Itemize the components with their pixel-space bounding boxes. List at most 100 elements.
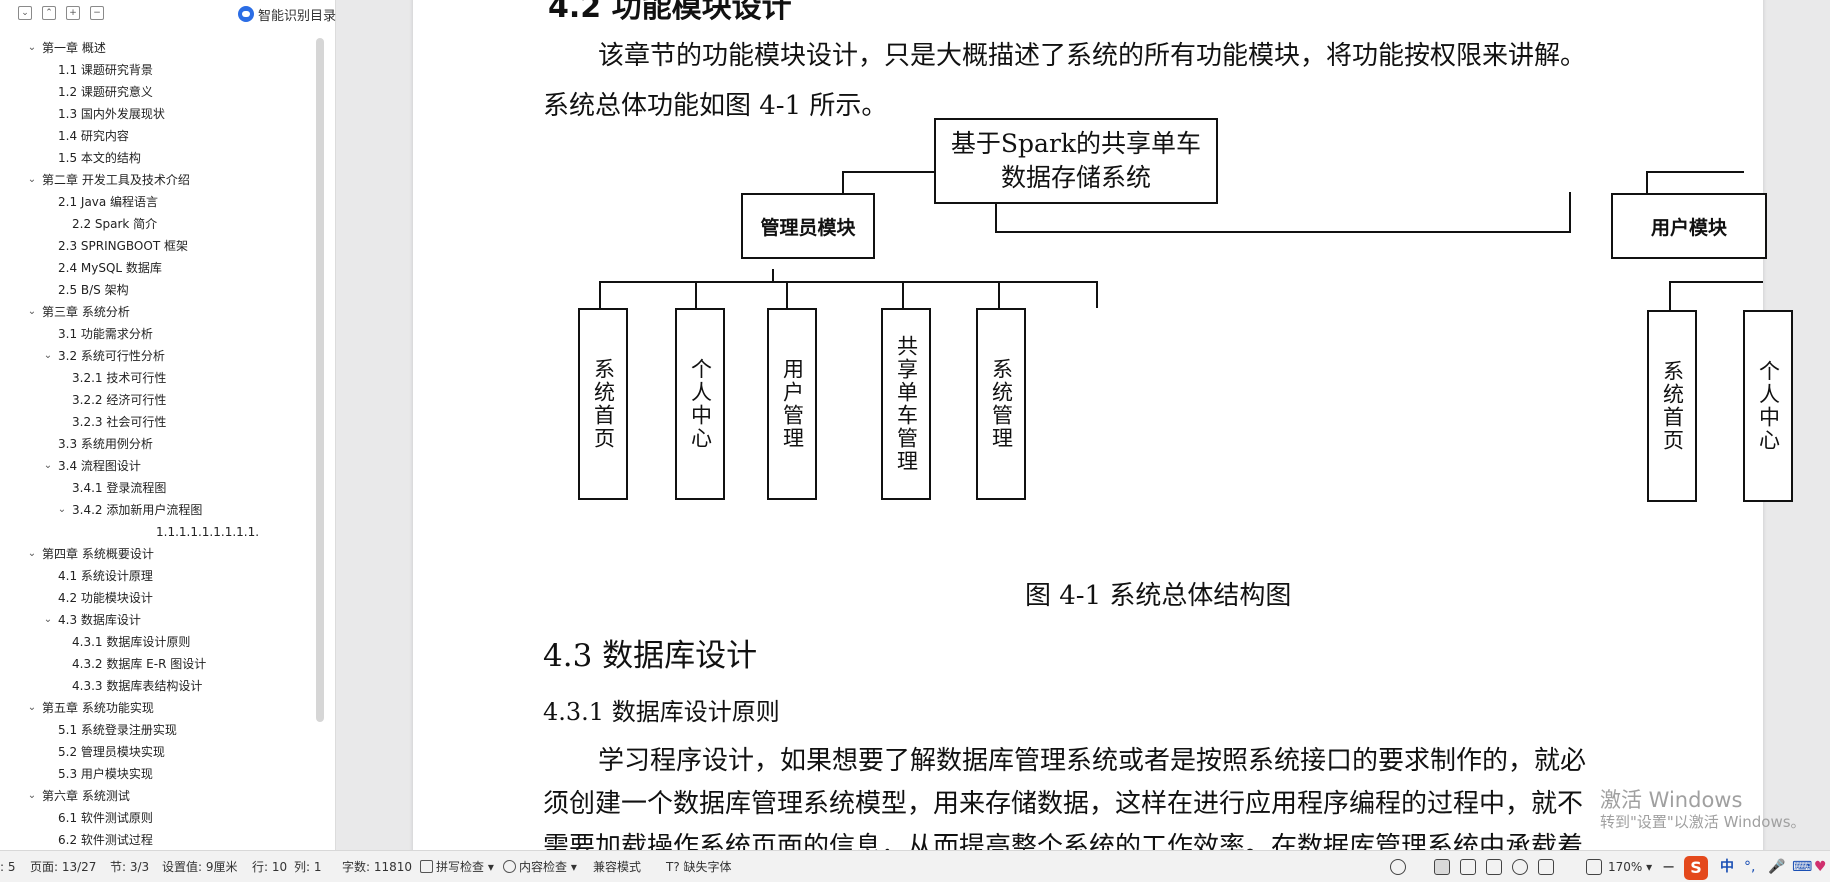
toc-chevron-icon[interactable]: ⌄ — [57, 504, 67, 515]
toc-chevron-icon[interactable]: ⌄ — [27, 306, 37, 317]
toc-item[interactable]: 2.1 Java 编程语言 — [58, 195, 159, 209]
diagram-root-box: 基于Spark的共享单车 数据存储系统 — [934, 118, 1218, 204]
toc-item[interactable]: 2.4 MySQL 数据库 — [58, 261, 162, 275]
ime-logo-icon[interactable]: S — [1684, 856, 1708, 880]
toc-item[interactable]: 6.2 软件测试过程 — [58, 833, 153, 847]
toc-item[interactable]: 3.3 系统用例分析 — [58, 437, 153, 451]
ai-icon — [238, 6, 254, 22]
heading-4-2: 4.2 功能模块设计 — [548, 0, 792, 25]
paragraph-line: 须创建一个数据库管理系统模型，用来存储数据，这样在进行应用程序编程的过程中，就不 — [543, 789, 1584, 819]
toc-item[interactable]: 3.1 功能需求分析 — [58, 327, 153, 341]
page-view-icon[interactable] — [1434, 859, 1450, 875]
activate-windows-hint: 转到"设置"以激活 Windows。 — [1600, 813, 1806, 831]
toc-item[interactable]: 3.2.1 技术可行性 — [72, 371, 167, 385]
expand-all-icon[interactable]: ⌃ — [42, 6, 56, 20]
paragraph-line: 学习程序设计，如果想要了解数据库管理系统或者是按照系统接口的要求制作的，就必 — [598, 746, 1587, 776]
toc-item[interactable]: 第五章 系统功能实现 — [42, 701, 154, 715]
missing-font-button[interactable]: T? 缺失字体 — [666, 851, 732, 882]
smart-toc-button[interactable]: 智能识别目录 — [238, 4, 336, 24]
collapse-all-icon[interactable]: ⌄ — [18, 6, 32, 20]
figure-caption: 图 4-1 系统总体结构图 — [1025, 581, 1292, 611]
remove-heading-icon[interactable]: − — [90, 6, 104, 20]
zoom-level[interactable]: 170% ▾ — [1608, 860, 1653, 874]
toc-list: ⌄ 第一章 概述 1.1 课题研究背景 1.2 课题研究意义 1.3 国内外发展现状 1.… — [0, 38, 316, 850]
toc-item[interactable]: 1.3 国内外发展现状 — [58, 107, 165, 121]
document-page[interactable]: 4.2 功能模块设计 该章节的功能模块设计，只是大概描述了系统的所有功能模块，将… — [413, 0, 1793, 850]
compat-mode-label: 兼容模式 — [593, 860, 642, 874]
toc-item[interactable]: 2.3 SPRINGBOOT 框架 — [58, 239, 188, 253]
toc-chevron-icon[interactable]: ⌄ — [27, 790, 37, 801]
status-page[interactable]: 页面: 13/27 — [30, 860, 97, 874]
admin-child-box: 用户管理 — [767, 308, 817, 500]
toc-item[interactable]: 3.2 系统可行性分析 — [58, 349, 165, 363]
toc-item[interactable]: 第二章 开发工具及技术介绍 — [42, 173, 190, 187]
toc-item[interactable]: 5.3 用户模块实现 — [58, 767, 153, 781]
user-child-box: 系统首页 — [1647, 310, 1697, 502]
add-heading-icon[interactable]: + — [66, 6, 80, 20]
fit-page-icon[interactable] — [1586, 859, 1602, 875]
admin-child-label: 共享单车管理 — [894, 335, 919, 473]
ime-lang[interactable]: 中 — [1720, 859, 1734, 875]
toc-item[interactable]: 2.2 Spark 简介 — [72, 217, 158, 231]
toc-item[interactable]: 3.4.1 登录流程图 — [72, 481, 167, 495]
spell-check-label: 拼写检查 — [436, 860, 485, 874]
zoom-out-icon[interactable]: − — [1662, 857, 1676, 876]
toc-chevron-icon[interactable]: ⌄ — [43, 614, 53, 625]
toc-chevron-icon[interactable]: ⌄ — [27, 174, 37, 185]
toc-item[interactable]: 第三章 系统分析 — [42, 305, 130, 319]
toc-item[interactable]: 5.2 管理员模块实现 — [58, 745, 165, 759]
admin-child-box: 系统首页 — [578, 308, 628, 500]
reading-view-icon[interactable] — [1486, 859, 1502, 875]
navigation-pane: ⌄ ⌃ + − 智能识别目录 ⌄ 第一章 概述 1.1 课题研究背景 1.2 课题研究… — [0, 0, 336, 850]
web-view-icon[interactable] — [1512, 859, 1528, 875]
pen-icon[interactable] — [1538, 859, 1554, 875]
toc-item[interactable]: 第四章 系统概要设计 — [42, 547, 154, 561]
status-section: 节: 3/3 — [110, 860, 150, 874]
spell-check-button[interactable]: 拼写检查 ▾ — [420, 851, 494, 882]
toc-item[interactable]: 3.4 流程图设计 — [58, 459, 141, 473]
toc-chevron-icon[interactable]: ⌄ — [27, 548, 37, 559]
toc-item[interactable]: 1.5 本文的结构 — [58, 151, 141, 165]
toc-item[interactable]: 1.2 课题研究意义 — [58, 85, 153, 99]
heading-4-3: 4.3 数据库设计 — [543, 638, 758, 674]
toc-item[interactable]: 4.3 数据库设计 — [58, 613, 141, 627]
toc-item[interactable]: 第六章 系统测试 — [42, 789, 130, 803]
toc-item[interactable]: 5.1 系统登录注册实现 — [58, 723, 177, 737]
toc-chevron-icon[interactable]: ⌄ — [43, 350, 53, 361]
status-row: 行: 10 — [252, 860, 288, 874]
status-word-count[interactable]: 字数: 11810 — [342, 860, 413, 874]
keyboard-icon[interactable]: ⌨ — [1792, 859, 1813, 875]
magnifier-icon — [503, 860, 516, 873]
toc-item[interactable]: 第一章 概述 — [42, 41, 106, 55]
toc-chevron-icon[interactable]: ⌄ — [27, 42, 37, 53]
zoom-value: 170% — [1608, 860, 1643, 874]
toc-item[interactable]: 4.3.3 数据库表结构设计 — [72, 679, 203, 693]
toc-item[interactable]: 4.3.1 数据库设计原则 — [72, 635, 191, 649]
toc-item[interactable]: 3.2.3 社会可行性 — [72, 415, 167, 429]
toc-item[interactable]: 4.1 系统设计原理 — [58, 569, 153, 583]
toc-chevron-icon[interactable]: ⌄ — [27, 702, 37, 713]
toc-item[interactable]: 6.1 软件测试原则 — [58, 811, 153, 825]
status-col: 列: 1 — [294, 860, 322, 874]
toc-item[interactable]: 2.5 B/S 架构 — [58, 283, 129, 297]
microphone-icon[interactable]: 🎤 — [1768, 859, 1786, 875]
toc-scrollbar[interactable] — [316, 38, 324, 722]
user-child-label: 系统首页 — [1660, 360, 1685, 452]
toc-item[interactable]: 3.2.2 经济可行性 — [72, 393, 167, 407]
toc-item[interactable]: 1.1 课题研究背景 — [58, 63, 153, 77]
toc-item[interactable]: 1.1.1.1.1.1.1.1.1. — [156, 525, 260, 539]
root-line-1: 基于Spark的共享单车 — [950, 129, 1202, 158]
admin-child-label: 系统管理 — [989, 358, 1014, 450]
toc-item[interactable]: 4.3.2 数据库 E-R 图设计 — [72, 657, 207, 671]
toc-item[interactable]: 4.2 功能模块设计 — [58, 591, 153, 605]
toc-chevron-icon[interactable]: ⌄ — [43, 460, 53, 471]
missing-font-label: 缺失字体 — [683, 860, 732, 874]
skin-icon[interactable]: ♥ — [1814, 859, 1827, 875]
outline-view-icon[interactable] — [1460, 859, 1476, 875]
toc-item[interactable]: 3.4.2 添加新用户流程图 — [72, 503, 203, 517]
content-check-button[interactable]: 内容检查 ▾ — [503, 851, 577, 882]
toc-item[interactable]: 1.4 研究内容 — [58, 129, 129, 143]
ime-punct-icon[interactable]: °, — [1744, 859, 1756, 875]
user-child-box: 个人中心 — [1743, 310, 1793, 502]
eye-protect-icon[interactable] — [1390, 859, 1406, 875]
